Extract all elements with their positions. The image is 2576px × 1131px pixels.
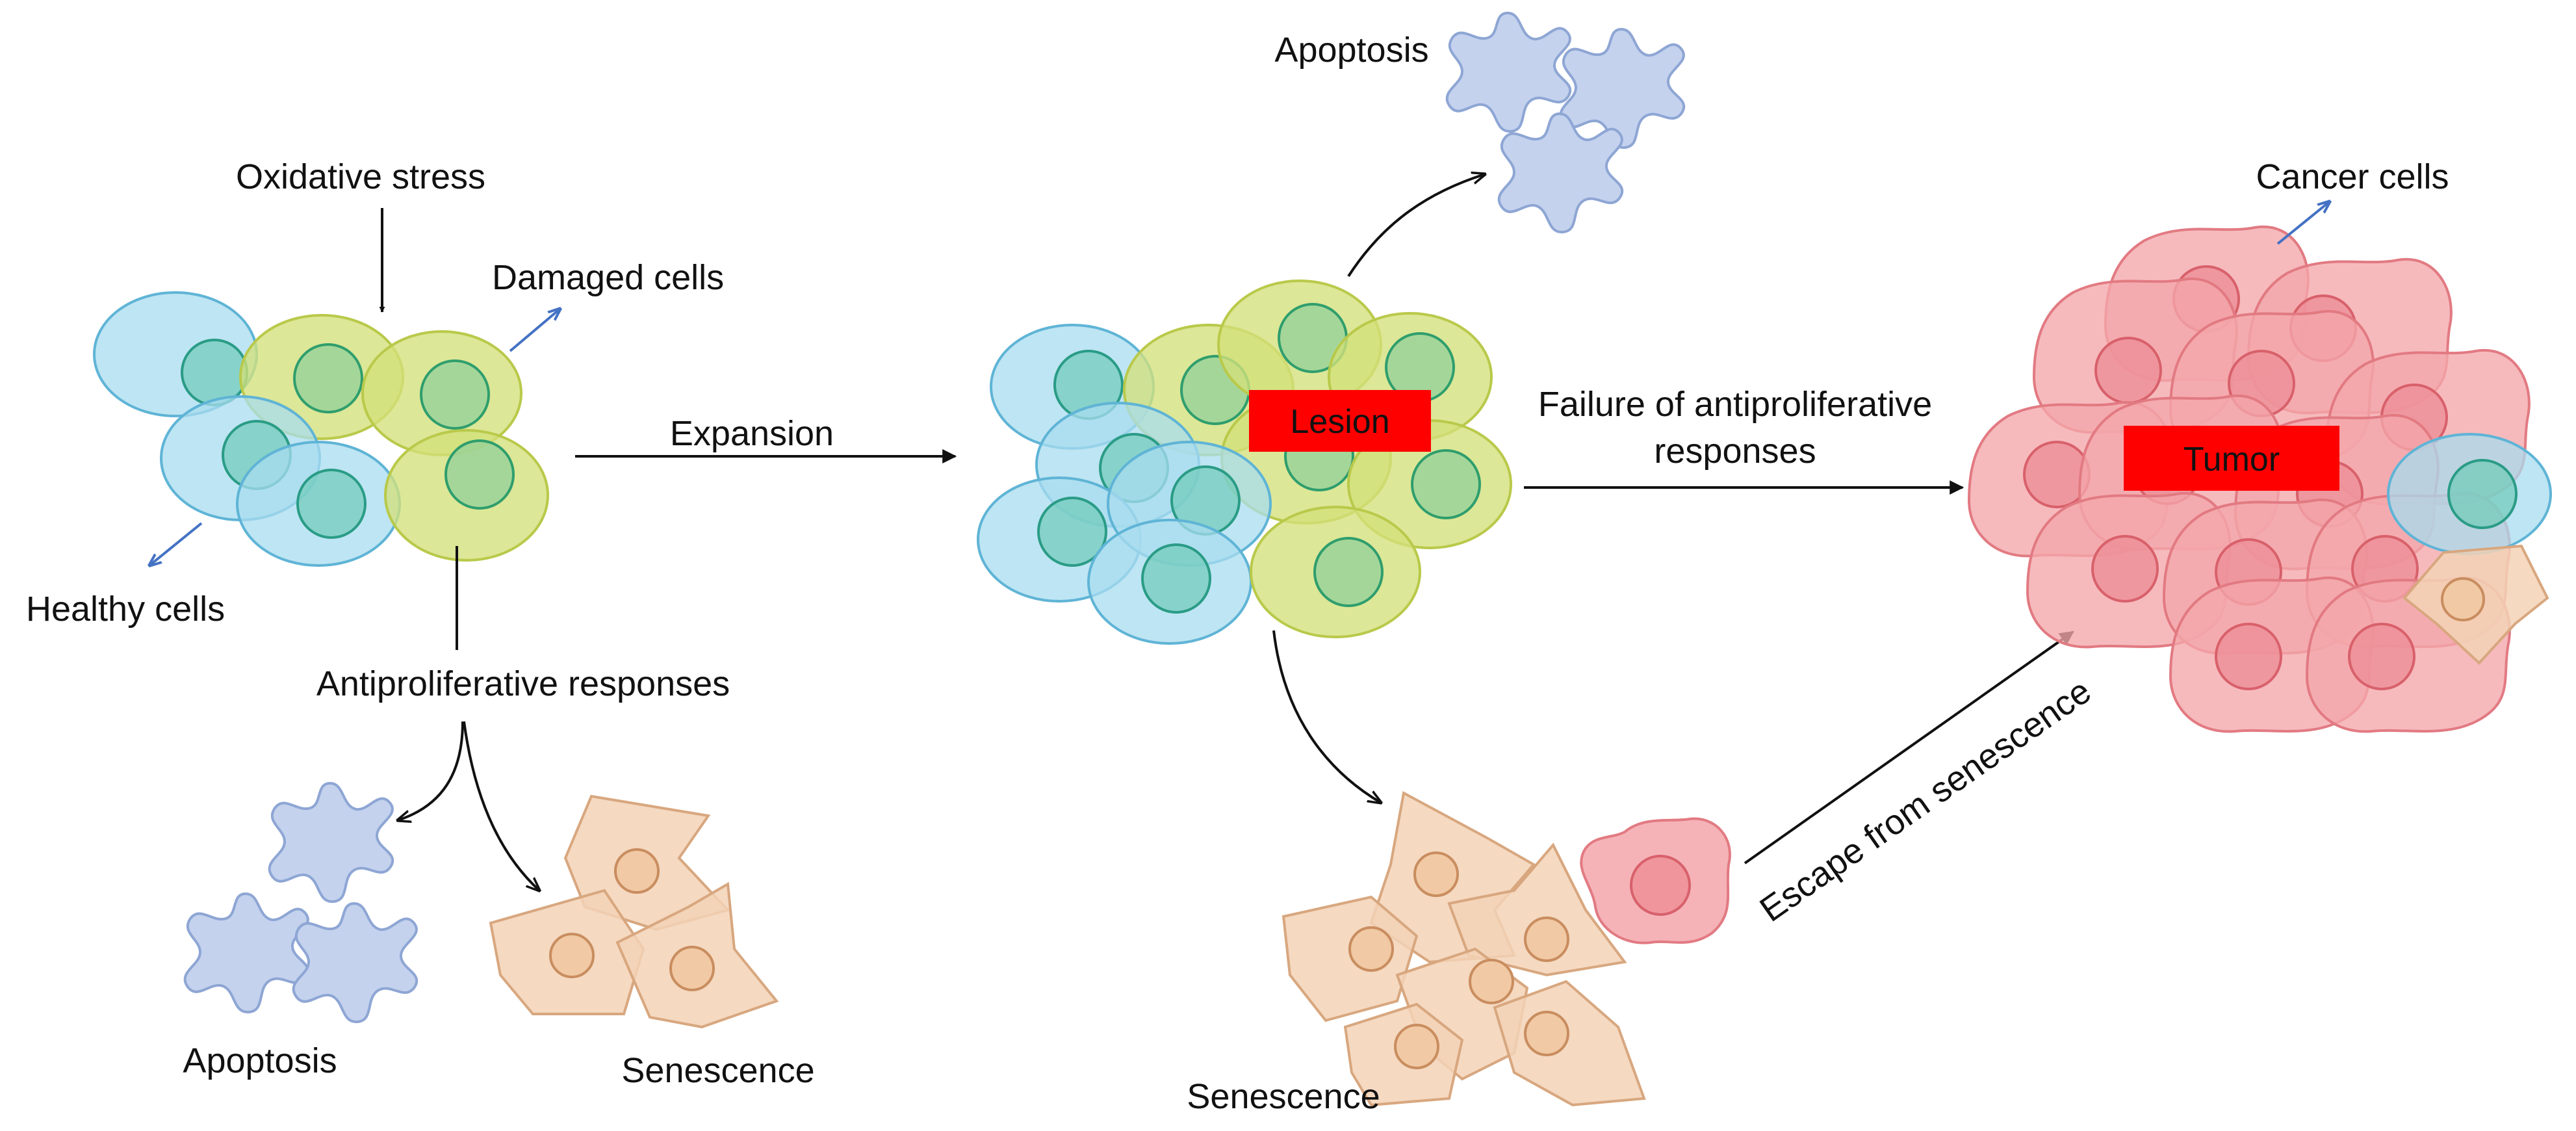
failure-label-line1: Failure of antiproliferative [1538,385,1932,424]
senescent-cell [489,889,645,1015]
senescent-cell [1493,980,1646,1107]
escaping-cancer-cell [1580,817,1731,944]
cancer-cells-pointer [2276,202,2330,245]
escape-from-senescence-label: Escape from senescence [1753,671,2098,930]
senescent-cell [2402,544,2549,665]
apoptotic-cell [183,892,310,1013]
escape-from-senescence-arrow [1744,630,2074,864]
damaged-cell [361,330,522,456]
expansion-label: Expansion [670,414,834,453]
to-senescence-arrow [463,721,539,890]
apoptosis-left-label: Apoptosis [183,1041,337,1080]
damaged-cell [1250,506,1421,638]
apoptotic-cell [268,781,394,903]
oxidative-stress-label: Oxidative stress [236,157,485,196]
apoptotic-cell [292,902,419,1023]
senescent-cell [615,881,779,1029]
senescence-bottom-label: Senescence [1187,1077,1380,1116]
healthy-cells-label: Healthy cells [26,590,225,629]
tumor-cell-cluster [1967,225,2552,733]
to-senescence-bottom-arrow [1272,630,1381,803]
left-cell-cluster [93,291,549,567]
tumor-label-box: Tumor [2124,426,2339,491]
to-apoptosis-arrow [398,721,464,820]
senescent-cell [1447,842,1627,977]
lesion-label-box: Lesion [1249,390,1431,452]
senescent-cells-bottom [1282,790,1646,1107]
senescent-cell [1343,1002,1464,1107]
damaged-cells-pointer [509,309,560,352]
apoptotic-cell [1497,112,1624,233]
to-apoptosis-top-arrow [1347,174,1485,278]
healthy-cells-pointer [149,522,203,566]
failure-label-line2: responses [1654,432,1816,471]
senescence-left-label: Senescence [621,1051,814,1090]
cancer-cells-label: Cancer cells [2256,157,2449,196]
healthy-cell [1087,519,1252,645]
apoptotic-cell [1559,27,1686,149]
apoptotic-cells-top [1445,11,1686,233]
senescent-cells-left [489,794,779,1029]
apoptotic-cell [1445,11,1572,133]
tumor-label: Tumor [2183,441,2280,478]
lesion-label: Lesion [1290,403,1389,441]
antiproliferative-responses-label: Antiproliferative responses [316,664,730,703]
damaged-cell [1347,419,1512,549]
healthy-cell [236,441,401,567]
damaged-cells-label: Damaged cells [492,258,724,297]
lesion-cell-cluster [977,280,1512,645]
apoptotic-cells-left [183,781,419,1023]
senescent-cell [1282,895,1419,1022]
damaged-cell [384,429,549,562]
apoptosis-top-label: Apoptosis [1274,31,1428,70]
healthy-cell [2387,433,2552,555]
